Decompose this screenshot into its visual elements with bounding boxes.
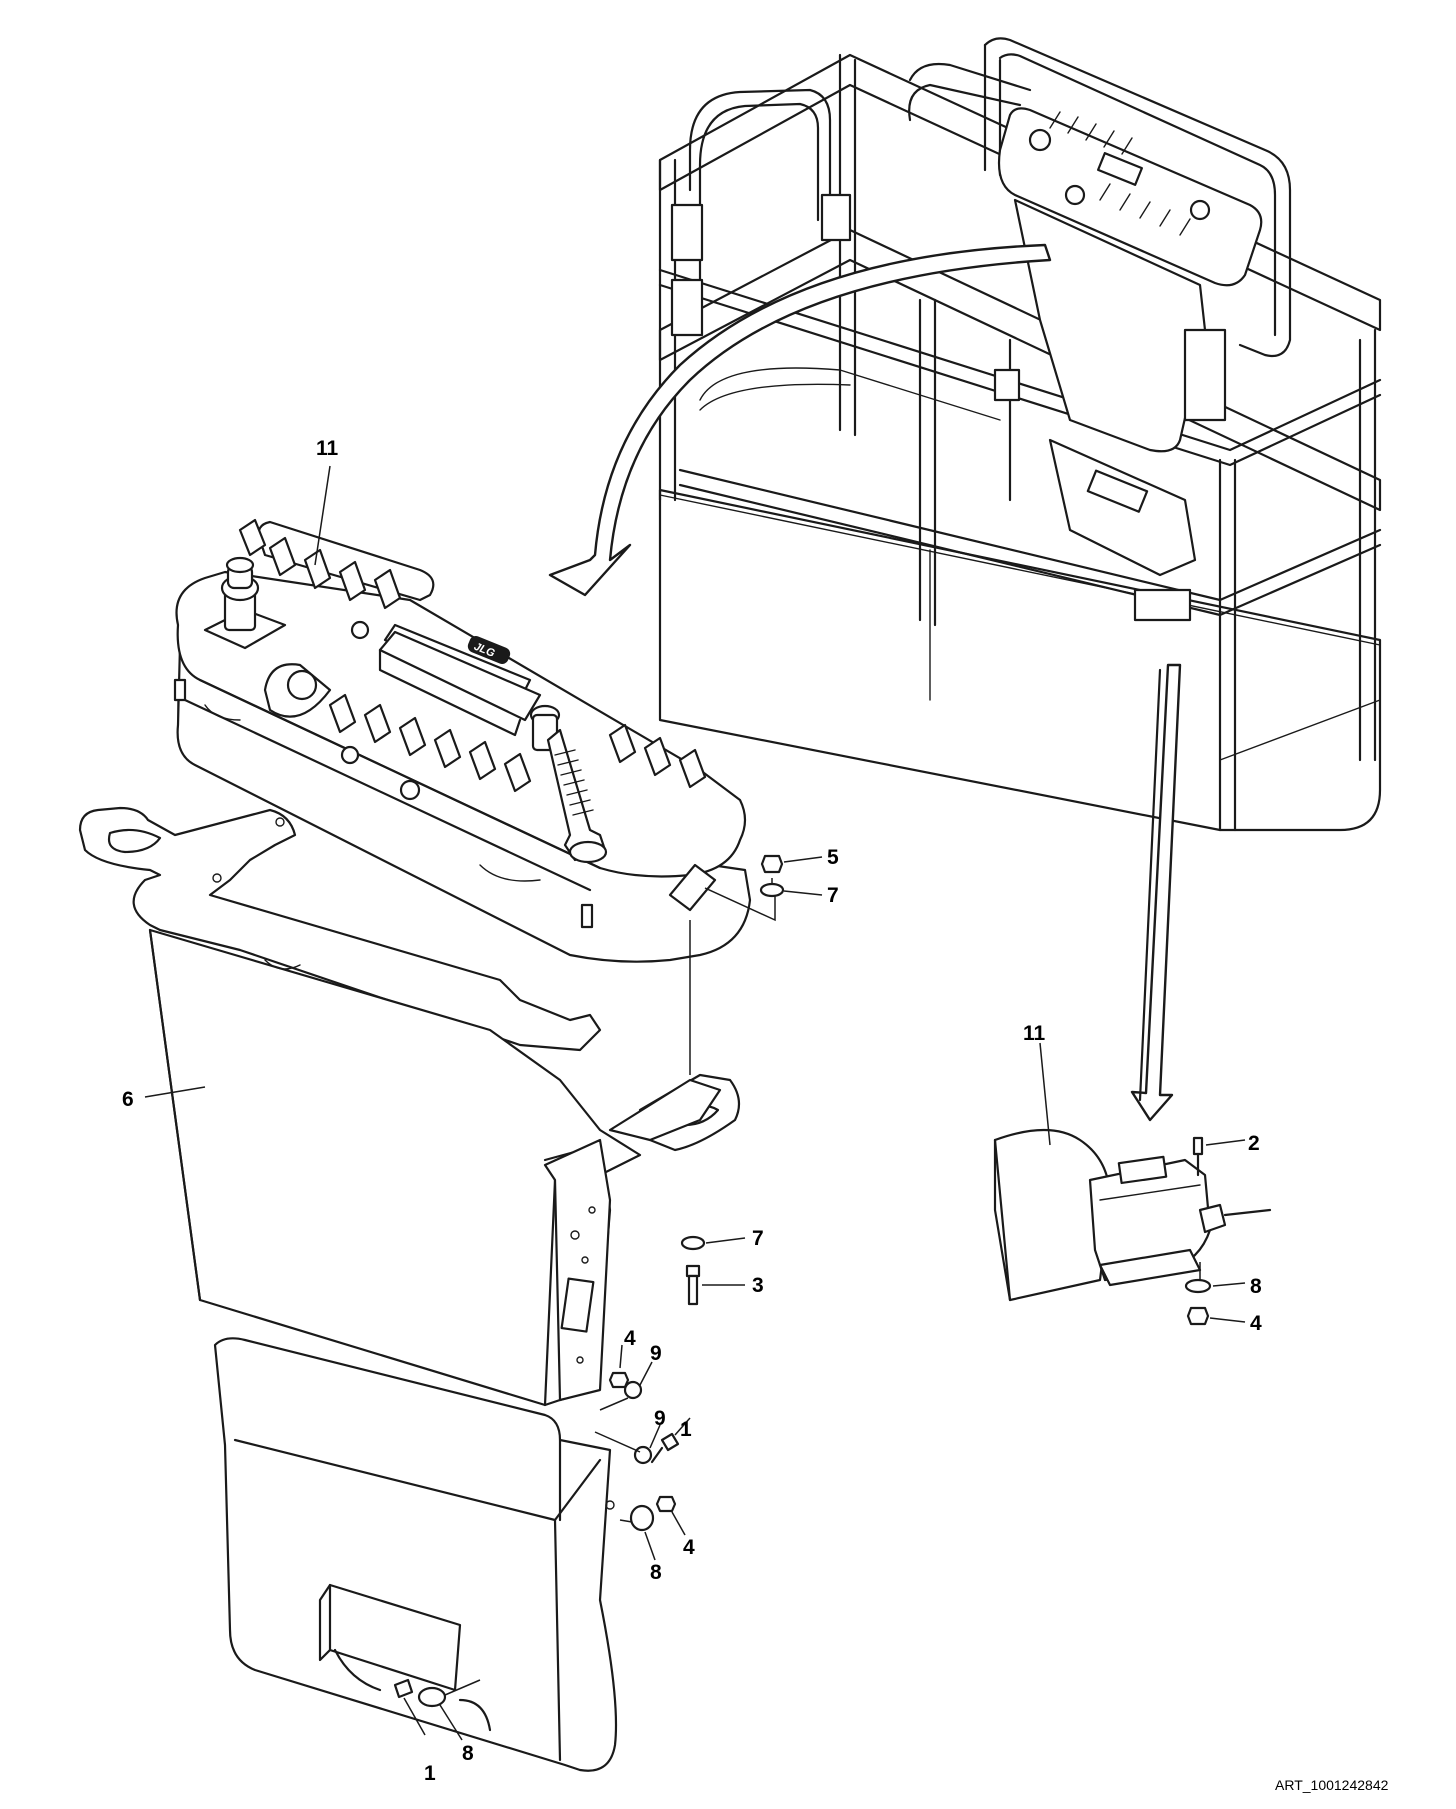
housing-side-plate bbox=[543, 1138, 612, 1402]
foot-switch-cable bbox=[1223, 1208, 1272, 1217]
callout-4-upper: 4 bbox=[624, 1327, 636, 1350]
hardware-nut-5 bbox=[760, 854, 784, 874]
toggle-switches-front bbox=[328, 693, 707, 793]
platform-basket bbox=[658, 53, 1382, 832]
gate-rail bbox=[688, 88, 832, 212]
straight-arrow-to-footswitch bbox=[1130, 663, 1182, 1122]
leader-11-console bbox=[314, 465, 331, 566]
hardware-washer-8-mid bbox=[629, 1504, 655, 1532]
console-guard-rail bbox=[983, 37, 1292, 358]
hardware-nut-4-upper bbox=[608, 1371, 630, 1389]
installed-control-console bbox=[983, 37, 1292, 622]
control-console: JLG bbox=[173, 518, 752, 963]
mount-housing-lower bbox=[213, 1337, 618, 1772]
right-joystick bbox=[529, 704, 608, 864]
callout-6: 6 bbox=[122, 1088, 134, 1111]
basket-floor bbox=[658, 488, 1382, 832]
hardware-bolt-1-right bbox=[650, 1432, 680, 1464]
console-body-installed bbox=[997, 107, 1263, 287]
mount-housing-upper bbox=[148, 928, 642, 1407]
hardware-washer-9-lower bbox=[633, 1445, 653, 1465]
hardware-bolt-3 bbox=[685, 1264, 701, 1306]
hardware-washer-7-top bbox=[759, 882, 785, 898]
console-mount-bracket bbox=[668, 863, 717, 912]
footswitch-installed bbox=[1133, 588, 1192, 622]
callout-9-upper: 9 bbox=[650, 1342, 662, 1365]
mount-bracket-plate bbox=[78, 806, 602, 1052]
leader-6 bbox=[144, 1086, 206, 1098]
callout-8-right: 8 bbox=[1250, 1275, 1262, 1298]
hardware-bolt-1-bottom bbox=[393, 1678, 414, 1699]
hardware-nut-4-lower bbox=[655, 1495, 677, 1513]
foot-switch-pedal bbox=[1117, 1155, 1168, 1185]
foot-switch-assembly bbox=[993, 1128, 1272, 1302]
callout-8-bottom: 8 bbox=[462, 1742, 474, 1765]
left-joystick bbox=[203, 556, 287, 650]
console-knob bbox=[340, 745, 360, 765]
console-knob bbox=[399, 779, 421, 801]
gate-hinge bbox=[670, 193, 1021, 402]
curved-arrow-to-console bbox=[548, 243, 1052, 597]
callout-8-mid: 8 bbox=[650, 1561, 662, 1584]
foot-switch-connector bbox=[1198, 1203, 1227, 1234]
hardware-washer-9-upper bbox=[623, 1380, 643, 1400]
callout-1-bottom: 1 bbox=[424, 1762, 436, 1785]
callout-7-bottom: 7 bbox=[752, 1227, 764, 1250]
hardware-washer-8-bottom bbox=[417, 1686, 447, 1708]
emergency-stop-button bbox=[263, 663, 332, 718]
console-knob bbox=[350, 620, 370, 640]
hardware-bolt-2 bbox=[1192, 1136, 1204, 1177]
toggle-switches-rear bbox=[238, 518, 402, 610]
callout-4-right: 4 bbox=[1250, 1312, 1262, 1335]
housing-side-cutout bbox=[560, 1277, 595, 1333]
callout-4-lower: 4 bbox=[683, 1536, 695, 1559]
callout-3: 3 bbox=[752, 1274, 764, 1297]
leader-11-footswitch bbox=[1039, 1042, 1051, 1146]
hardware-nut-4-right bbox=[1186, 1306, 1210, 1326]
joystick-installed bbox=[1189, 199, 1211, 221]
joystick-installed bbox=[1028, 128, 1052, 152]
callout-5: 5 bbox=[827, 846, 839, 869]
art-reference-number: ART_1001242842 bbox=[1275, 1777, 1389, 1793]
callout-9-lower: 9 bbox=[654, 1407, 666, 1430]
callout-7-top: 7 bbox=[827, 884, 839, 907]
callout-2: 2 bbox=[1248, 1132, 1260, 1155]
hardware-washer-7-bottom bbox=[680, 1235, 706, 1251]
callout-11-console: 11 bbox=[316, 437, 339, 460]
hardware-washer-8-right bbox=[1184, 1278, 1212, 1294]
bracket-hole bbox=[107, 828, 162, 854]
console-mount-housing bbox=[78, 806, 741, 1772]
callout-1-right: 1 bbox=[680, 1418, 692, 1441]
callout-11-footswitch: 11 bbox=[1023, 1022, 1046, 1045]
